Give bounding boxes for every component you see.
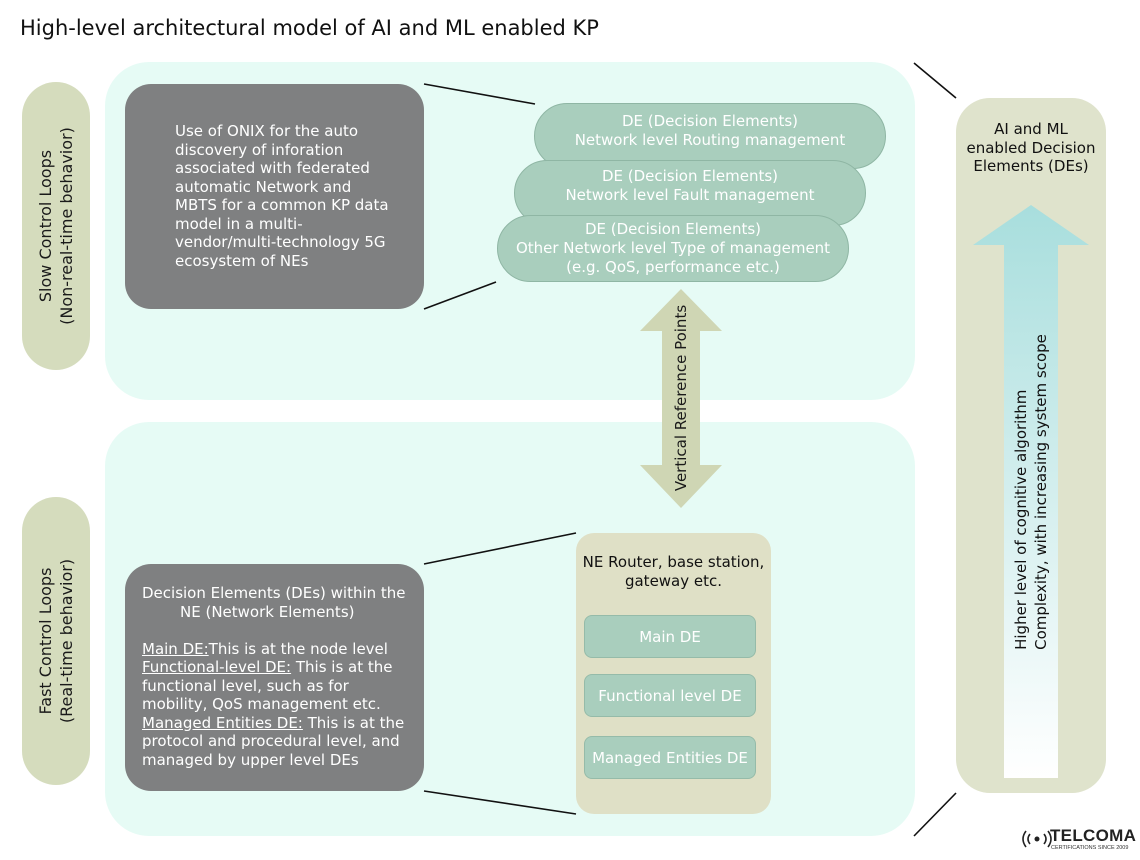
connector-line (913, 792, 957, 837)
ne-de-heading-line2: NE (Network Elements) (180, 602, 355, 621)
de-fault-line1: DE (Decision Elements) (601, 167, 779, 185)
logo-name: TELCOMA (1050, 826, 1137, 845)
telcoma-logo: TELCOMA CERTIFICATIONS SINCE 2009 (1020, 826, 1137, 856)
onix-description-box: Use of ONIX for the auto discovery of in… (125, 84, 424, 309)
cognitive-arrow-line1: Higher level of cognitive algorithm (1012, 389, 1030, 650)
de-routing-pill: DE (Decision Elements) Network level Rou… (534, 103, 886, 169)
managed-de-text: This is at the protocol and procedural l… (142, 713, 405, 769)
slow-loops-line1: Slow Control Loops (36, 149, 55, 303)
ne-decision-elements-box: Decision Elements (DEs) within the NE (N… (125, 564, 424, 791)
onix-text: Use of ONIX for the auto discovery of in… (175, 122, 389, 270)
connector-line (423, 83, 536, 105)
cognitive-arrow-line2: Complexity, with increasing system scope (1032, 334, 1050, 650)
de-other-line2: Other Network level Type of management (515, 239, 831, 257)
ne-de-heading-line1: Decision Elements (DEs) within the (142, 584, 406, 602)
de-routing-line2: Network level Routing management (574, 131, 846, 149)
functional-de-text: This is at the functional level, such as… (142, 658, 393, 713)
managed-de-label: Managed Entities DE: (142, 713, 303, 732)
connector-line (423, 281, 497, 310)
main-de-label: Main DE: (142, 639, 209, 658)
connector-line (423, 532, 577, 565)
de-other-line3: (e.g. QoS, performance etc.) (566, 258, 780, 276)
ai-ml-title: AI and ML enabled Decision Elements (DEs… (966, 120, 1096, 175)
main-de-box: Main DE (584, 615, 756, 658)
functional-de-label: Functional-level DE: (142, 658, 292, 676)
functional-level-de-box: Functional level DE (584, 674, 756, 717)
main-de-text: This is at the node level (208, 639, 388, 658)
connector-line (423, 790, 577, 815)
fast-control-loops-label: Fast Control Loops (Real-time behavior) (22, 497, 90, 785)
de-fault-line2: Network level Fault management (565, 186, 815, 204)
slow-control-loops-label: Slow Control Loops (Non-real-time behavi… (22, 82, 90, 370)
de-routing-line1: DE (Decision Elements) (621, 112, 799, 130)
slow-loops-line2: (Non-real-time behavior) (57, 127, 76, 325)
ne-router-box: NE Router, base station, gateway etc. Ma… (576, 533, 771, 814)
de-other-pill: DE (Decision Elements) Other Network lev… (497, 215, 849, 282)
connector-line (913, 62, 957, 99)
de-other-line1: DE (Decision Elements) (584, 220, 762, 238)
managed-entities-de-box: Managed Entities DE (584, 736, 756, 779)
logo-tagline: CERTIFICATIONS SINCE 2009 (1051, 845, 1129, 851)
signal-waves-icon (1022, 830, 1052, 848)
fast-loops-line2: (Real-time behavior) (57, 558, 76, 724)
ne-router-title: NE Router, base station, gateway etc. (582, 553, 765, 590)
fast-loops-line1: Fast Control Loops (36, 567, 55, 715)
page-title: High-level architectural model of AI and… (20, 16, 599, 40)
